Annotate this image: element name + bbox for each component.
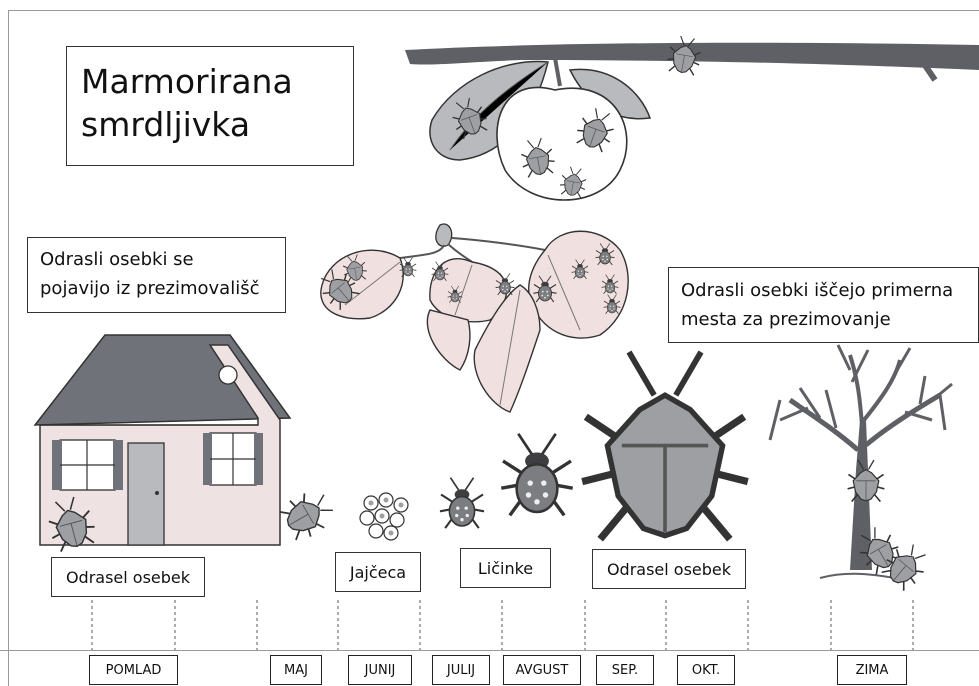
month-zima: ZIMA <box>837 655 907 685</box>
title-line-2: smrdljivka <box>81 104 251 144</box>
timeline-axis <box>0 650 979 651</box>
month-okt: OKT. <box>677 655 735 685</box>
diagram-frame <box>8 10 979 686</box>
month-maj: MAJ <box>270 655 322 685</box>
branch-with-apple <box>405 33 979 201</box>
overwinter-note-line-2: mesta za prezimovanje <box>681 308 891 330</box>
eggs-label: Jajčeca <box>335 552 421 592</box>
emerge-note: Odrasli osebki se pojavijo iz prezimoval… <box>27 237 286 313</box>
emerge-note-line-2: pojavijo iz prezimovališč <box>40 277 260 299</box>
overwinter-note-line-1: Odrasli osebki iščejo primerna <box>681 280 954 301</box>
large-adult-bug <box>582 352 748 539</box>
month-pomlad: POMLAD <box>89 655 178 685</box>
small-nymph <box>438 476 486 530</box>
month-sep: SEP. <box>596 655 654 685</box>
house <box>33 334 292 546</box>
month-julij: JULIJ <box>432 655 490 685</box>
adult-bug-crawling <box>276 483 340 545</box>
egg-cluster <box>359 492 409 541</box>
title-box: Marmorirana smrdljivka <box>66 46 354 166</box>
title-line-1: Marmorirana <box>81 62 293 101</box>
emerge-note-line-1: Odrasli osebki se <box>40 249 194 270</box>
overwinter-note: Odrasli osebki iščejo primerna mesta za … <box>668 267 979 343</box>
adult-label-spring: Odrasel osebek <box>51 557 205 597</box>
month-junij: JUNIJ <box>348 655 412 685</box>
timeline-guides <box>91 600 914 650</box>
nymphs-label: Ličinke <box>460 548 551 588</box>
adult-label-autumn: Odrasel osebek <box>592 549 746 589</box>
bare-tree <box>768 344 953 595</box>
month-avgust: AVGUST <box>503 655 581 685</box>
large-nymph <box>499 432 575 518</box>
leaf-cluster <box>313 223 629 413</box>
